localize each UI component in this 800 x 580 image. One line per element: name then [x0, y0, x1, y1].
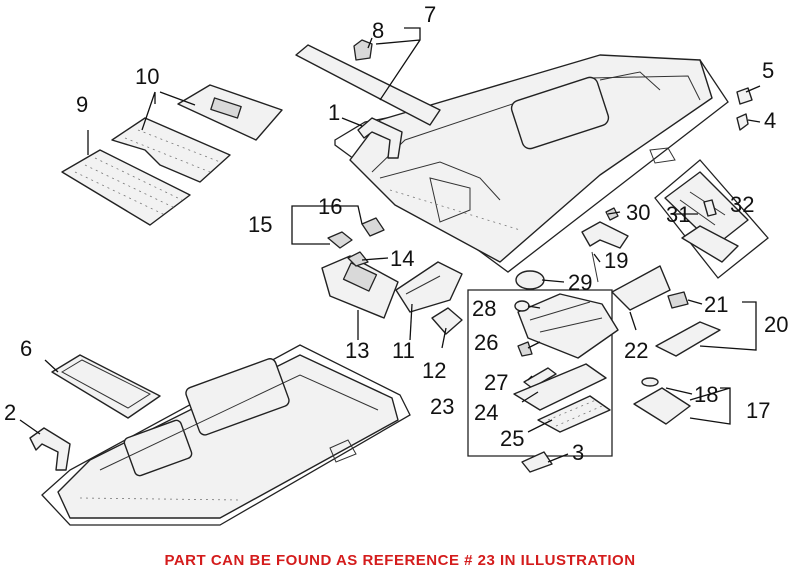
- dome-light-29: [515, 270, 545, 290]
- callout-8: 8: [372, 18, 384, 43]
- callout-19: 19: [604, 248, 628, 273]
- callout-2: 2: [4, 400, 16, 425]
- callout-4: 4: [764, 108, 776, 133]
- callout-16: 16: [318, 194, 342, 219]
- callout-9: 9: [76, 92, 88, 117]
- callout-11: 11: [392, 338, 415, 363]
- callout-numbers: 8 7 10 9 1 5 4 16 15 14 13 11 12 30 31 3…: [4, 2, 788, 465]
- callout-20: 20: [764, 312, 788, 337]
- callout-7: 7: [424, 2, 436, 27]
- callout-14: 14: [390, 246, 414, 271]
- overhead-console-group: [654, 159, 769, 279]
- callout-27: 27: [484, 370, 508, 395]
- callout-28: 28: [472, 296, 496, 321]
- reference-footnote: PART CAN BE FOUND AS REFERENCE # 23 IN I…: [164, 552, 636, 569]
- callout-24: 24: [474, 400, 498, 425]
- console-bracket-11-12: [395, 261, 463, 335]
- upper-headliner-panel: [334, 54, 729, 273]
- callout-23: 23: [430, 394, 454, 419]
- grab-handle-upper: [357, 117, 403, 159]
- callout-1: 1: [328, 100, 340, 125]
- leader-lines: [19, 27, 761, 463]
- console-parts-20-22: [611, 265, 721, 357]
- trim-strip: [295, 39, 441, 126]
- sunroof-glass-6: [51, 354, 161, 419]
- callout-3: 3: [572, 440, 584, 465]
- reference-23-group: [467, 289, 619, 457]
- sun-visor-assembly: [321, 217, 399, 319]
- lower-headliner-panel: [41, 344, 411, 526]
- assist-handle-19: [581, 207, 629, 283]
- callout-5: 5: [762, 58, 774, 83]
- callout-22: 22: [624, 338, 648, 363]
- insulation-pads: [61, 84, 283, 226]
- clip-3: [521, 451, 553, 473]
- callout-25: 25: [500, 426, 524, 451]
- callout-26: 26: [474, 330, 498, 355]
- callout-21: 21: [704, 292, 728, 317]
- callout-10: 10: [135, 64, 159, 89]
- callout-30: 30: [626, 200, 650, 225]
- callout-15: 15: [248, 212, 272, 237]
- reading-light-17-18: [633, 377, 691, 425]
- callout-6: 6: [20, 336, 32, 361]
- callout-13: 13: [345, 338, 369, 363]
- clips-upper-right: [736, 87, 753, 131]
- grab-handle-lower: [29, 427, 71, 471]
- callout-31: 31: [666, 202, 690, 227]
- callout-29: 29: [568, 270, 592, 295]
- callout-32: 32: [730, 192, 754, 217]
- callout-12: 12: [422, 358, 446, 383]
- callout-18: 18: [694, 382, 718, 407]
- callout-17: 17: [746, 398, 770, 423]
